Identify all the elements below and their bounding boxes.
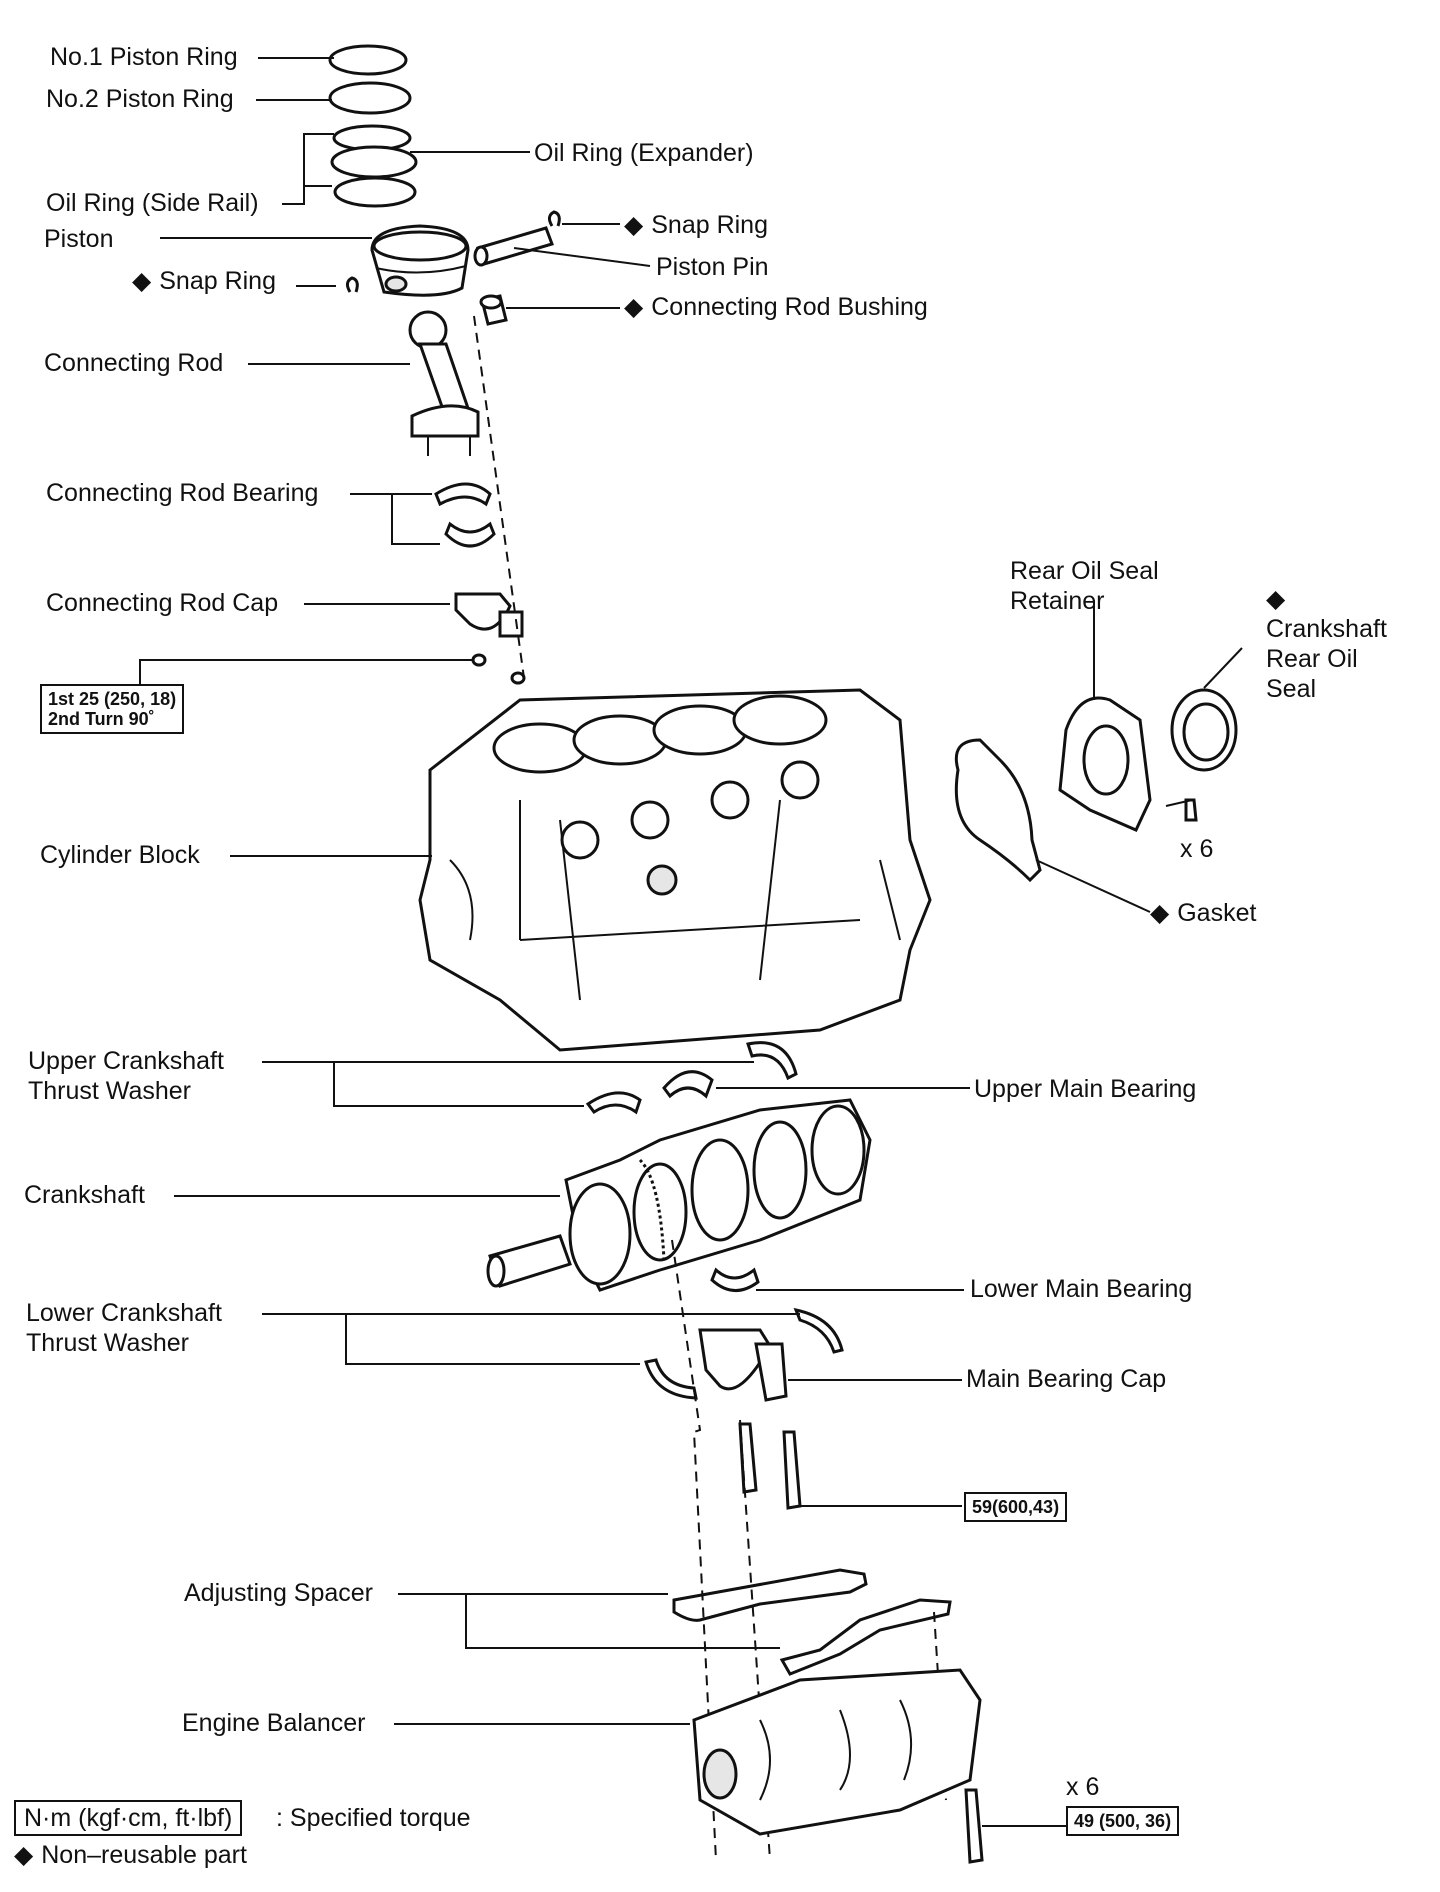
rod-bearing-lower-drawing xyxy=(444,521,496,548)
leader-lines xyxy=(139,57,1243,1827)
label-retainer-bolt-qty: x 6 xyxy=(1180,835,1214,863)
crankshaft-rear-oil-seal-line1: Crankshaft xyxy=(1266,615,1387,643)
label-balancer-bolt-qty: x 6 xyxy=(1066,1773,1100,1801)
torque-box-main-cap: 59(600,43) xyxy=(964,1492,1068,1522)
legend-torque-unit-box: N·m (kgf·cm, ft·lbf) xyxy=(14,1800,243,1836)
label-engine-balancer: Engine Balancer xyxy=(182,1709,366,1737)
label-piston: Piston xyxy=(44,225,114,253)
snap-ring-text: Snap Ring xyxy=(159,267,276,295)
crankshaft-rear-oil-seal-line2: Rear Oil xyxy=(1266,645,1358,673)
connecting-rod-drawing xyxy=(408,310,480,456)
snap-ring-left-drawing xyxy=(345,276,359,293)
crankshaft-rear-oil-seal-line3: Seal xyxy=(1266,675,1317,703)
label-rear-oil-seal-retainer: Rear Oil Seal Retainer xyxy=(1010,556,1159,616)
upper-thrust-washer-left-drawing xyxy=(585,1091,642,1115)
crankshaft-drawing xyxy=(486,1098,872,1292)
torque-box-rod-cap: 1st 25 (250, 18) 2nd Turn 90˚ xyxy=(40,684,185,734)
rear-oil-seal-drawing xyxy=(1170,688,1238,772)
label-piston-pin: Piston Pin xyxy=(656,253,769,281)
connecting-rod-bushing-text: Connecting Rod Bushing xyxy=(651,293,928,321)
adjusting-spacer-lower-drawing xyxy=(779,1598,952,1676)
snap-ring-right-drawing xyxy=(547,210,561,227)
non-reusable-diamond-icon: ◆ xyxy=(132,267,152,295)
adjusting-spacer-upper-drawing xyxy=(672,1568,868,1622)
label-crankshaft: Crankshaft xyxy=(24,1181,145,1209)
piston-pin-drawing xyxy=(473,226,554,267)
balancer-bolt-drawing xyxy=(964,1788,984,1864)
label-no1-piston-ring: No.1 Piston Ring xyxy=(50,43,238,71)
label-upper-thrust-washer: Upper Crankshaft Thrust Washer xyxy=(28,1046,224,1106)
crank-centerline-left xyxy=(671,1239,717,1861)
engine-balancer-drawing xyxy=(692,1668,982,1836)
label-oil-ring-side-rail: Oil Ring (Side Rail) xyxy=(46,189,259,217)
rod-bearing-upper-drawing xyxy=(434,482,492,507)
rod-centerline xyxy=(473,315,525,679)
rear-oil-seal-retainer-line1: Rear Oil Seal xyxy=(1010,557,1159,585)
main-cap-bolts-drawing xyxy=(738,1422,802,1510)
rod-bushing-drawing xyxy=(479,294,508,326)
legend-non-reusable: ◆Non–reusable part xyxy=(14,1840,247,1870)
piston-drawing xyxy=(370,224,470,297)
label-snap-ring-right: ◆Snap Ring xyxy=(624,210,768,240)
label-main-bearing-cap: Main Bearing Cap xyxy=(966,1365,1167,1393)
crank-centerline-mid xyxy=(739,1419,771,1861)
label-snap-ring-left: ◆Snap Ring xyxy=(132,266,276,296)
non-reusable-diamond-icon: ◆ xyxy=(624,293,644,321)
label-lower-main-bearing: Lower Main Bearing xyxy=(970,1275,1193,1303)
gasket-drawing xyxy=(954,738,1042,883)
main-bearing-cap-drawing xyxy=(698,1328,788,1402)
non-reusable-diamond-icon: ◆ xyxy=(1150,899,1170,927)
piston-rings xyxy=(328,44,418,208)
non-reusable-diamond-icon: ◆ xyxy=(1266,585,1286,613)
label-lower-thrust-washer: Lower Crankshaft Thrust Washer xyxy=(26,1298,222,1358)
lower-main-bearing-drawing xyxy=(710,1267,760,1292)
label-cylinder-block: Cylinder Block xyxy=(40,841,200,869)
upper-main-bearing-drawing xyxy=(662,1070,714,1099)
retainer-bore xyxy=(1082,724,1130,796)
label-connecting-rod: Connecting Rod xyxy=(44,349,224,377)
label-connecting-rod-cap: Connecting Rod Cap xyxy=(46,589,279,617)
torque-rod-cap-line1: 1st 25 (250, 18) xyxy=(48,689,177,709)
retainer-bolt-drawing xyxy=(1184,798,1198,822)
lower-thrust-washer-line1: Lower Crankshaft xyxy=(26,1299,222,1327)
label-connecting-rod-bushing: ◆Connecting Rod Bushing xyxy=(624,292,928,322)
upper-thrust-washer-right-drawing xyxy=(746,1041,798,1081)
upper-thrust-washer-line2: Thrust Washer xyxy=(28,1077,192,1105)
torque-box-balancer: 49 (500, 36) xyxy=(1066,1806,1180,1836)
label-adjusting-spacer: Adjusting Spacer xyxy=(184,1579,374,1607)
label-upper-main-bearing: Upper Main Bearing xyxy=(974,1075,1197,1103)
label-crankshaft-rear-oil-seal: ◆ Crankshaft Rear Oil Seal xyxy=(1266,584,1387,704)
rear-oil-seal-retainer-line2: Retainer xyxy=(1010,587,1105,615)
gasket-text: Gasket xyxy=(1177,899,1257,927)
lower-thrust-washer-right-drawing xyxy=(793,1307,844,1354)
label-oil-ring-expander: Oil Ring (Expander) xyxy=(534,139,754,167)
lower-thrust-washer-left-drawing xyxy=(644,1358,698,1400)
snap-ring-text: Snap Ring xyxy=(651,211,768,239)
label-connecting-rod-bearing: Connecting Rod Bearing xyxy=(46,479,319,507)
non-reusable-diamond-icon: ◆ xyxy=(14,1841,34,1869)
upper-thrust-washer-line1: Upper Crankshaft xyxy=(28,1047,224,1075)
non-reusable-diamond-icon: ◆ xyxy=(624,211,644,239)
legend-non-reusable-text: Non–reusable part xyxy=(41,1841,247,1869)
torque-rod-cap-line2: 2nd Turn 90˚ xyxy=(48,709,155,729)
legend-torque-desc: : Specified torque xyxy=(276,1804,471,1832)
label-gasket: ◆Gasket xyxy=(1150,898,1256,928)
cylinder-block-drawing xyxy=(418,688,932,1052)
label-no2-piston-ring: No.2 Piston Ring xyxy=(46,85,234,113)
lower-thrust-washer-line2: Thrust Washer xyxy=(26,1329,190,1357)
